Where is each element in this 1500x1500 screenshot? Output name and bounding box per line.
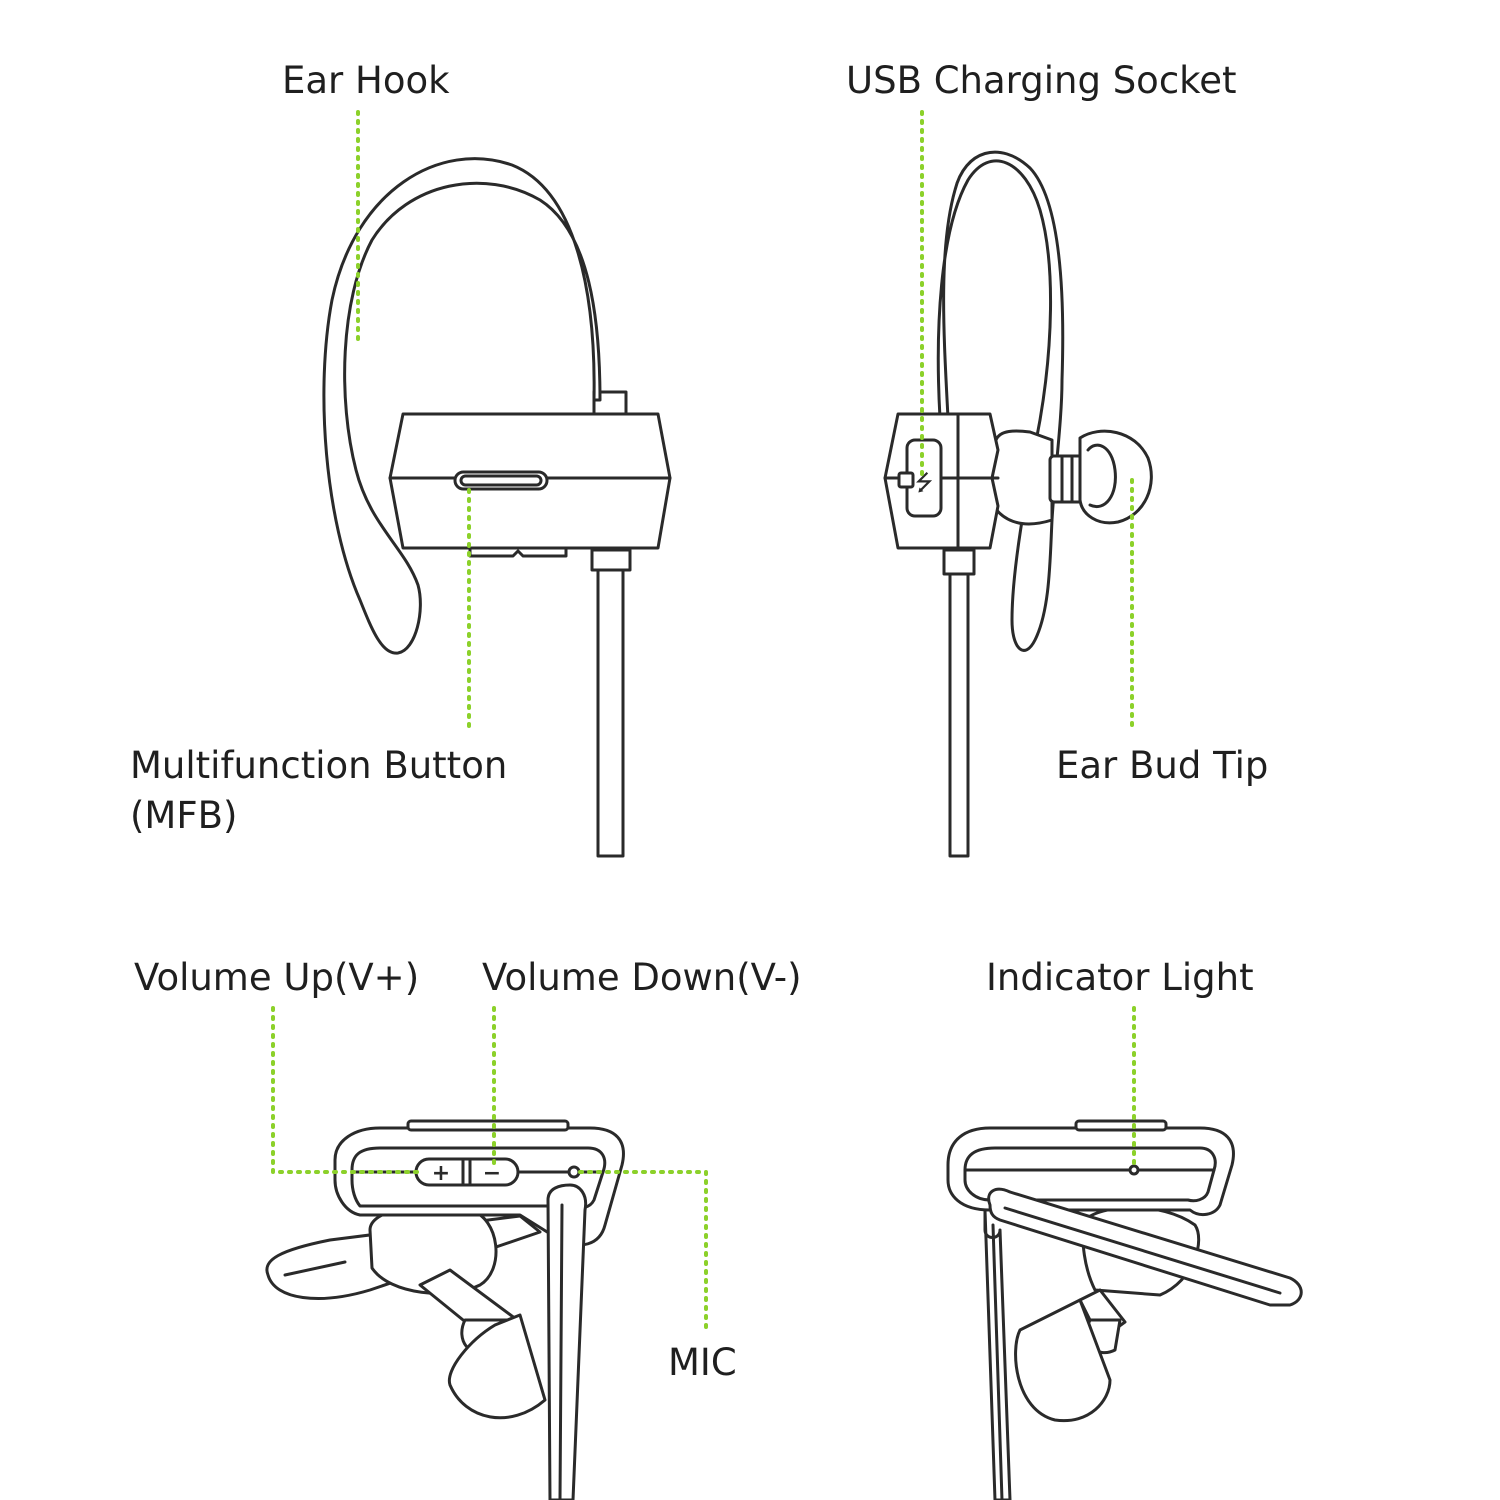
label-mfb-line2: (MFB) bbox=[130, 794, 238, 837]
minus-icon: − bbox=[483, 1161, 501, 1186]
ear-hook bbox=[322, 157, 602, 655]
leader-mic bbox=[578, 1170, 708, 1332]
label-ear-bud-tip: Ear Bud Tip bbox=[1056, 744, 1269, 787]
label-volume-up: Volume Up(V+) bbox=[134, 956, 420, 999]
label-mfb-line1: Multifunction Button bbox=[130, 744, 508, 787]
front-view bbox=[322, 157, 672, 858]
side-view: ⭍ bbox=[883, 150, 1153, 858]
indicator-view bbox=[946, 1119, 1303, 1500]
usb-icon: ⭍ bbox=[915, 471, 933, 496]
plus-icon: + bbox=[432, 1161, 450, 1186]
label-volume-down: Volume Down(V-) bbox=[482, 956, 802, 999]
side-ear-hook bbox=[936, 150, 1065, 652]
leader-lines bbox=[271, 110, 1136, 1332]
buttons-view: + − bbox=[265, 1119, 625, 1500]
leader-volume-up bbox=[271, 1006, 422, 1174]
label-ear-hook: Ear Hook bbox=[282, 59, 450, 102]
indicator-light bbox=[1128, 1164, 1140, 1176]
label-mic: MIC bbox=[668, 1341, 737, 1384]
label-indicator-light: Indicator Light bbox=[986, 956, 1254, 999]
label-usb-charging-socket: USB Charging Socket bbox=[846, 59, 1237, 102]
mic-hole bbox=[567, 1165, 581, 1179]
